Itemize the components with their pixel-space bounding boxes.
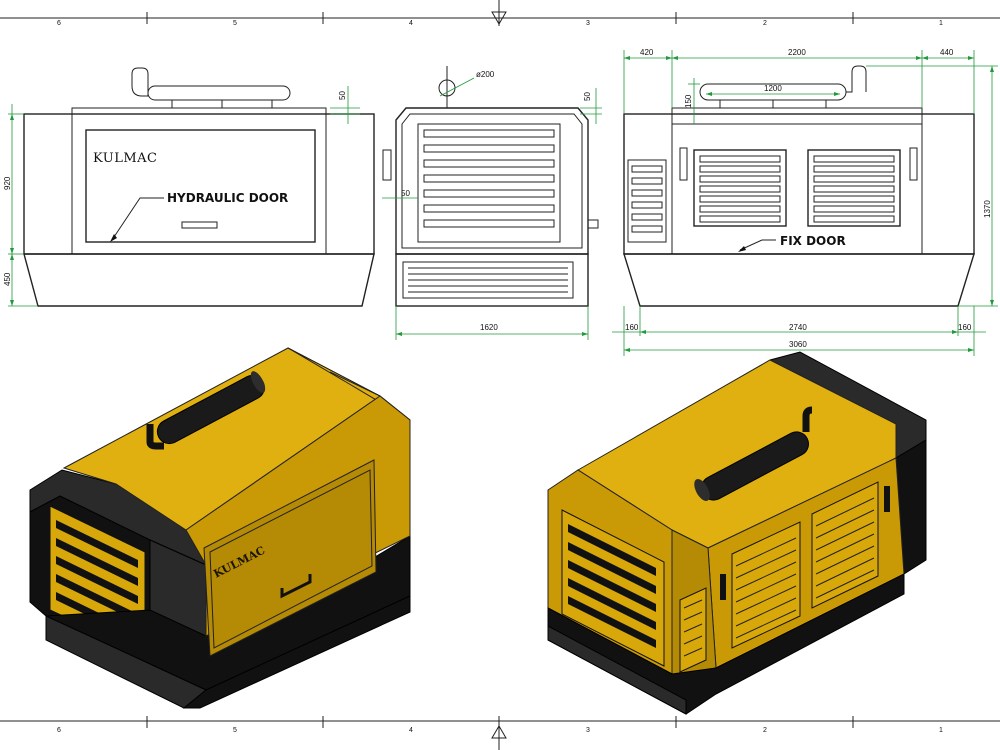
- dim-left-overhang: 420: [640, 48, 654, 57]
- isometric-view-left: KULMAC: [29, 347, 411, 709]
- centering-mark-icon: [491, 0, 507, 26]
- side-view: ø200 50 50: [382, 66, 602, 340]
- fix-door-label: FIX DOOR: [780, 234, 846, 248]
- fix-door-right: [807, 149, 901, 227]
- zone-label: 3: [586, 20, 590, 27]
- front-view: KULMAC HYDRAULIC DOOR 920 450 50: [3, 67, 375, 307]
- dim-total-length: 3060: [789, 340, 807, 349]
- zone-label: 5: [233, 20, 237, 27]
- hydraulic-door-label: HYDRAULIC DOOR: [167, 191, 288, 205]
- side-grille: [417, 123, 561, 243]
- front-dims: 920 450 50: [3, 86, 360, 307]
- top-zone-strip: 6 5 4 3 2 1: [0, 0, 1000, 27]
- rear-dims: 420 2200 440 1200 150 1370: [612, 48, 998, 356]
- zone-label: 3: [586, 727, 590, 734]
- dim-base-left: 160: [625, 323, 639, 332]
- exhaust-muffler: [694, 406, 813, 501]
- dim-top-offset: 50: [338, 91, 347, 100]
- dim-body-height: 920: [3, 176, 12, 190]
- door-handle: [181, 221, 218, 229]
- zone-label: 6: [57, 727, 61, 734]
- exhaust-muffler: [146, 371, 266, 450]
- zone-label: 5: [233, 727, 237, 734]
- fix-door-left: [693, 149, 787, 227]
- dim-side-top-offset: 50: [583, 92, 592, 101]
- bottom-zone-strip: 6 5 4 3 2 1: [0, 716, 1000, 750]
- dim-exhaust-height: 150: [684, 94, 693, 108]
- base-skid: [23, 253, 375, 307]
- centering-mark-icon: [491, 722, 507, 750]
- rear-view: FIX DOOR 420 2200 440 1200: [612, 48, 998, 356]
- dim-lift-eye: ø200: [476, 70, 495, 79]
- zone-label: 4: [409, 20, 413, 27]
- zone-label: 1: [939, 727, 943, 734]
- zone-label: 2: [763, 727, 767, 734]
- isometric-view-right: [547, 351, 927, 715]
- dim-right-overhang: 440: [940, 48, 954, 57]
- dim-base-length: 2740: [789, 323, 807, 332]
- zone-label: 2: [763, 20, 767, 27]
- dim-width: 1620: [480, 323, 498, 332]
- door-handle: [280, 574, 312, 599]
- zone-label: 4: [409, 727, 413, 734]
- dim-exhaust-length: 1200: [764, 84, 782, 93]
- brand-logo: KULMAC: [93, 151, 157, 166]
- zone-label: 6: [57, 20, 61, 27]
- zone-label: 1: [939, 20, 943, 27]
- dim-body-length: 2200: [788, 48, 806, 57]
- dim-total-height: 1370: [983, 200, 992, 218]
- dim-side-offset: 50: [401, 189, 410, 198]
- dim-base-height: 450: [3, 272, 12, 286]
- hydraulic-door: [85, 129, 316, 243]
- dim-base-right: 160: [958, 323, 972, 332]
- side-dims: 50 50 1620: [382, 88, 602, 340]
